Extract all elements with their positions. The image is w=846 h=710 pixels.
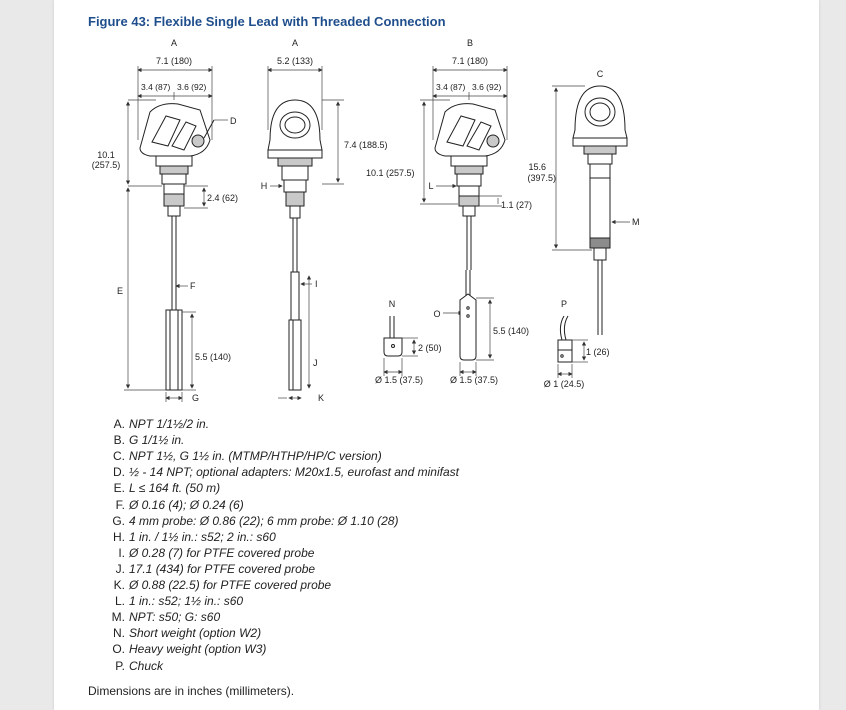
- callout-i: I: [315, 279, 318, 289]
- footnote: Dimensions are in inches (millimeters).: [88, 684, 295, 698]
- legend-key: K.: [113, 578, 125, 592]
- legend-key: B.: [113, 433, 125, 448]
- legend-text: G 1/1½ in.: [129, 433, 185, 448]
- dim-thread-3: 1.1 (27): [501, 200, 532, 210]
- legend-key: I.: [118, 545, 125, 560]
- probe-4-assembly: C M 15.6 (397.5): [527, 69, 640, 335]
- legend-key: M.: [111, 610, 125, 625]
- legend-key: J.: [115, 561, 125, 576]
- legend-key: D.: [113, 465, 125, 480]
- legend-text: ½ - 14 NPT; optional adapters: M20x1.5, …: [129, 465, 459, 480]
- callout-f: F: [190, 281, 196, 291]
- legend-item: O. Heavy weight (option W3): [108, 641, 266, 657]
- dim-height-1a: 10.1: [97, 150, 115, 160]
- legend-key: L.: [114, 594, 125, 609]
- legend-text: 1 in.: s52; 1½ in.: s60: [129, 594, 244, 609]
- probe-3-assembly: B 7.1 (180) 3.4 (87) 3.6 (92) L 10.1 (25…: [366, 38, 532, 270]
- legend-key: H.: [113, 529, 125, 544]
- legend-item: K. Ø 0.88 (22.5) for PTFE covered probe: [108, 577, 331, 593]
- legend-text: Ø 0.28 (7) for PTFE covered probe: [129, 545, 315, 560]
- heavy-weight-detail: O 5.5 (140) Ø 1.5 (37.5): [433, 270, 529, 385]
- dim-height-2: 7.4 (188.5): [344, 140, 388, 150]
- callout-m: M: [632, 217, 640, 227]
- callout-e: E: [117, 286, 123, 296]
- dim-chuck-height: 1 (26): [586, 347, 610, 357]
- dimension-drawing: A 7.1 (180) 3.4 (87) 3.6 (92) D F: [92, 38, 640, 403]
- legend-text: Heavy weight (option W3): [129, 642, 267, 657]
- legend-text: Ø 0.16 (4); Ø 0.24 (6): [129, 497, 244, 512]
- dim-short-weight: 2 (50): [418, 343, 442, 353]
- legend-item: C. NPT 1½, G 1½ in. (MTMP/HTHP/HP/C versi…: [108, 448, 382, 464]
- callout-l: L: [428, 181, 433, 191]
- legend-text: 17.1 (434) for PTFE covered probe: [129, 561, 316, 576]
- legend-text: NPT 1½, G 1½ in. (MTMP/HTHP/HP/C version…: [129, 449, 382, 464]
- callout-j: J: [313, 358, 318, 368]
- callout-c: C: [597, 69, 604, 79]
- callout-o: O: [433, 309, 440, 319]
- legend-text: Short weight (option W2): [129, 626, 262, 641]
- legend-item: M. NPT: s50; G: s60: [108, 609, 221, 625]
- probe-2-assembly: A 5.2 (133) H I J K 7: [261, 38, 388, 403]
- dim-width-left-3: 3.4 (87): [436, 82, 465, 92]
- legend-text: NPT: s50; G: s60: [129, 610, 221, 625]
- legend-key: N.: [113, 626, 125, 641]
- legend-text: NPT 1/1½/2 in.: [129, 417, 210, 431]
- dim-heavy-diameter: Ø 1.5 (37.5): [450, 375, 498, 385]
- dim-heavy-weight: 5.5 (140): [493, 326, 529, 336]
- callout-a-2: A: [292, 38, 298, 48]
- short-weight-detail: N 2 (50) Ø 1.5 (37.5): [375, 299, 442, 385]
- callout-d: D: [230, 116, 237, 126]
- legend-item: D. ½ - 14 NPT; optional adapters: M20x1.5…: [108, 464, 459, 480]
- dim-width-right-1: 3.6 (92): [177, 82, 206, 92]
- callout-h: H: [261, 181, 268, 191]
- legend-item: B. G 1/1½ in.: [108, 432, 185, 448]
- legend-item: F. Ø 0.16 (4); Ø 0.24 (6): [108, 497, 244, 513]
- dim-width-total-3: 7.1 (180): [452, 56, 488, 66]
- legend-text: Ø 0.88 (22.5) for PTFE covered probe: [129, 578, 332, 592]
- legend-key: P.: [115, 658, 125, 673]
- callout-n: N: [389, 299, 396, 309]
- dim-width-total-1: 7.1 (180): [156, 56, 192, 66]
- dim-width-total-2: 5.2 (133): [277, 56, 313, 66]
- legend-key: F.: [115, 497, 125, 512]
- figure-title: Figure 43: Flexible Single Lead with Thr…: [88, 14, 446, 29]
- legend-item: A. NPT 1/1½/2 in.: [108, 416, 209, 432]
- dim-height-3: 10.1 (257.5): [366, 168, 415, 178]
- callout-p: P: [561, 299, 567, 309]
- legend-key: C.: [113, 449, 125, 464]
- dim-height-4a: 15.6: [528, 162, 546, 172]
- callout-k: K: [318, 393, 324, 403]
- chuck-detail: P 1 (26) Ø 1 (24.5): [544, 299, 610, 389]
- legend-item: E. L ≤ 164 ft. (50 m): [108, 480, 220, 496]
- legend-item: G. 4 mm probe: Ø 0.86 (22); 6 mm probe: Ø…: [108, 513, 398, 529]
- legend-item: N. Short weight (option W2): [108, 625, 261, 641]
- legend-key: O.: [112, 642, 125, 657]
- legend-text: Chuck: [129, 658, 164, 673]
- callout-b: B: [467, 38, 473, 48]
- dim-width-right-3: 3.6 (92): [472, 82, 501, 92]
- legend-item: I. Ø 0.28 (7) for PTFE covered probe: [108, 545, 314, 561]
- legend-key: G.: [112, 513, 125, 528]
- dim-width-left-1: 3.4 (87): [141, 82, 170, 92]
- callout-g: G: [192, 393, 199, 403]
- dim-weight-1: 5.5 (140): [195, 352, 231, 362]
- dim-height-1b: (257.5): [92, 160, 121, 170]
- dim-chuck-diameter: Ø 1 (24.5): [544, 379, 585, 389]
- legend-key: E.: [113, 481, 125, 496]
- legend-item: P. Chuck: [108, 658, 163, 674]
- legend-text: 4 mm probe: Ø 0.86 (22); 6 mm probe: Ø 1…: [129, 513, 399, 528]
- legend-key: A.: [113, 417, 125, 431]
- legend-text: 1 in. / 1½ in.: s52; 2 in.: s60: [129, 529, 276, 544]
- legend-item: H. 1 in. / 1½ in.: s52; 2 in.: s60: [108, 529, 276, 545]
- legend-text: L ≤ 164 ft. (50 m): [129, 481, 221, 496]
- dim-thread-1: 2.4 (62): [207, 193, 238, 203]
- legend-item: L. 1 in.: s52; 1½ in.: s60: [108, 593, 243, 609]
- legend-item: J. 17.1 (434) for PTFE covered probe: [108, 561, 315, 577]
- probe-1-assembly: A 7.1 (180) 3.4 (87) 3.6 (92) D F: [92, 38, 238, 403]
- dim-short-diameter: Ø 1.5 (37.5): [375, 375, 423, 385]
- callout-a-1: A: [171, 38, 177, 48]
- dim-height-4b: (397.5): [527, 173, 556, 183]
